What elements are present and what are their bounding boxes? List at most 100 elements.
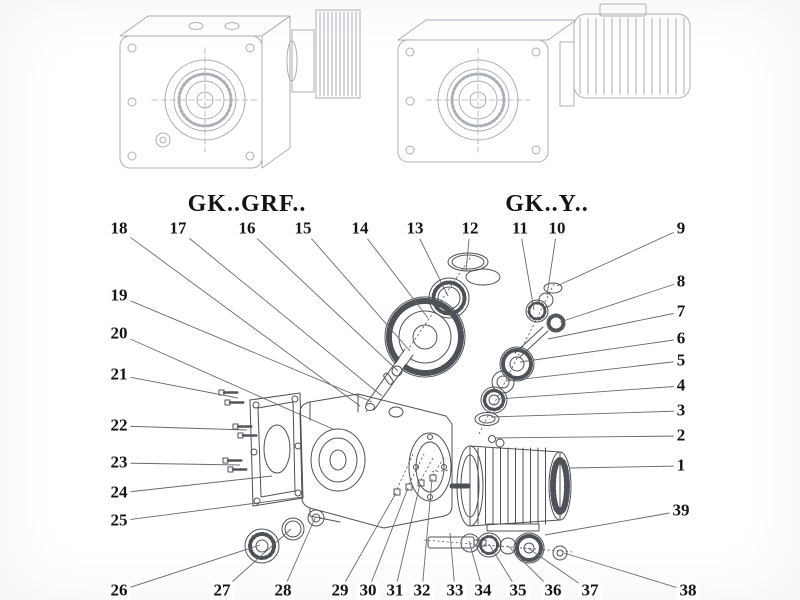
fan-cover bbox=[550, 457, 570, 515]
part-number-18: 18 bbox=[107, 219, 131, 239]
leader-line-16 bbox=[246, 228, 399, 372]
part-number-38: 38 bbox=[676, 581, 700, 600]
electric-motor bbox=[449, 438, 572, 532]
part-number-35: 35 bbox=[506, 581, 530, 600]
model-label-gk-y: GK..Y.. bbox=[505, 191, 589, 217]
small-bearing bbox=[525, 299, 549, 323]
pinion bbox=[546, 313, 566, 333]
part-number-1: 1 bbox=[673, 456, 689, 476]
part-number-26: 26 bbox=[107, 581, 131, 600]
part-number-30: 30 bbox=[356, 581, 380, 600]
leader-line-39 bbox=[544, 510, 682, 536]
part-number-13: 13 bbox=[403, 219, 427, 239]
part-number-10: 10 bbox=[545, 219, 569, 239]
leader-line-7 bbox=[547, 311, 682, 340]
leader-line-13 bbox=[414, 228, 449, 297]
part-number-16: 16 bbox=[235, 219, 259, 239]
part-number-6: 6 bbox=[673, 329, 689, 349]
leader-line-19 bbox=[118, 295, 373, 403]
part-number-22: 22 bbox=[107, 416, 131, 436]
part-number-17: 17 bbox=[166, 219, 190, 239]
part-number-37: 37 bbox=[578, 581, 602, 600]
circlip bbox=[281, 517, 305, 541]
ball-bearing bbox=[480, 386, 508, 414]
gear-housing bbox=[299, 393, 453, 529]
part-number-29: 29 bbox=[328, 581, 352, 600]
input-adapter bbox=[291, 29, 315, 93]
leader-line-22 bbox=[118, 425, 248, 431]
part-number-4: 4 bbox=[673, 376, 689, 396]
leader-line-1 bbox=[569, 465, 682, 469]
part-number-36: 36 bbox=[541, 581, 565, 600]
leader-line-23 bbox=[118, 462, 241, 466]
leader-line-25 bbox=[118, 496, 304, 522]
part-number-20: 20 bbox=[107, 324, 131, 344]
leader-line-24 bbox=[118, 475, 273, 494]
part-number-25: 25 bbox=[107, 511, 131, 531]
part-number-15: 15 bbox=[291, 219, 315, 239]
leader-line-3 bbox=[490, 410, 682, 418]
part-number-9: 9 bbox=[673, 219, 689, 239]
output-flange-plate bbox=[249, 392, 304, 507]
part-number-31: 31 bbox=[383, 581, 407, 600]
part-number-19: 19 bbox=[107, 286, 131, 306]
ball-bearing bbox=[476, 532, 502, 558]
part-number-21: 21 bbox=[107, 365, 131, 385]
output-bearing-group bbox=[244, 509, 325, 564]
output-gear bbox=[513, 532, 545, 564]
leader-line-27 bbox=[221, 528, 292, 592]
ball-bearing bbox=[428, 277, 470, 319]
gearbox-grf-line-drawing bbox=[119, 9, 361, 169]
leader-line-28 bbox=[282, 517, 316, 592]
output-shaft-assembly bbox=[427, 532, 568, 564]
part-number-23: 23 bbox=[107, 453, 131, 473]
leader-line-17 bbox=[177, 228, 383, 397]
part-number-5: 5 bbox=[673, 351, 689, 371]
leader-line-26 bbox=[118, 544, 261, 592]
leader-line-10 bbox=[546, 228, 558, 296]
leader-line-31 bbox=[394, 483, 421, 592]
part-number-7: 7 bbox=[673, 302, 689, 322]
part-number-33: 33 bbox=[443, 581, 467, 600]
leader-line-32 bbox=[421, 478, 433, 592]
part-number-11: 11 bbox=[508, 219, 532, 239]
gearbox-y-line-drawing bbox=[397, 3, 691, 163]
part-number-39: 39 bbox=[669, 501, 693, 521]
input-shaft-group bbox=[365, 252, 501, 411]
leader-line-18 bbox=[118, 228, 361, 407]
part-number-2: 2 bbox=[673, 426, 689, 446]
small-fasteners bbox=[393, 451, 445, 496]
leader-line-30 bbox=[367, 487, 409, 592]
leader-line-29 bbox=[339, 492, 397, 592]
model-label-gk-grf: GK..GRF.. bbox=[187, 191, 307, 217]
shaft-key bbox=[383, 372, 394, 385]
part-number-8: 8 bbox=[673, 272, 689, 292]
leader-line-5 bbox=[505, 360, 682, 382]
large-helical-gear bbox=[384, 296, 466, 378]
leader-line-20 bbox=[118, 333, 336, 431]
part-number-12: 12 bbox=[458, 219, 482, 239]
fin-block bbox=[315, 9, 361, 99]
part-number-14: 14 bbox=[348, 219, 372, 239]
leader-line-38 bbox=[563, 552, 689, 592]
intermediate-gear bbox=[499, 346, 535, 382]
leader-line-21 bbox=[118, 374, 239, 399]
part-number-34: 34 bbox=[471, 581, 495, 600]
leader-line-33 bbox=[449, 532, 456, 592]
leader-line-9 bbox=[556, 228, 682, 287]
part-number-24: 24 bbox=[107, 483, 131, 503]
leader-line-4 bbox=[497, 385, 682, 400]
electric-motor-drawing bbox=[559, 3, 691, 107]
plug bbox=[488, 435, 496, 443]
retaining-ring bbox=[465, 268, 501, 286]
terminal-box bbox=[599, 3, 647, 17]
part-number-27: 27 bbox=[210, 581, 234, 600]
leader-line-14 bbox=[359, 228, 429, 319]
part-number-3: 3 bbox=[673, 401, 689, 421]
leader-line-6 bbox=[519, 338, 682, 363]
exploded-view-line-art bbox=[218, 252, 573, 564]
leader-line-2 bbox=[494, 435, 682, 439]
